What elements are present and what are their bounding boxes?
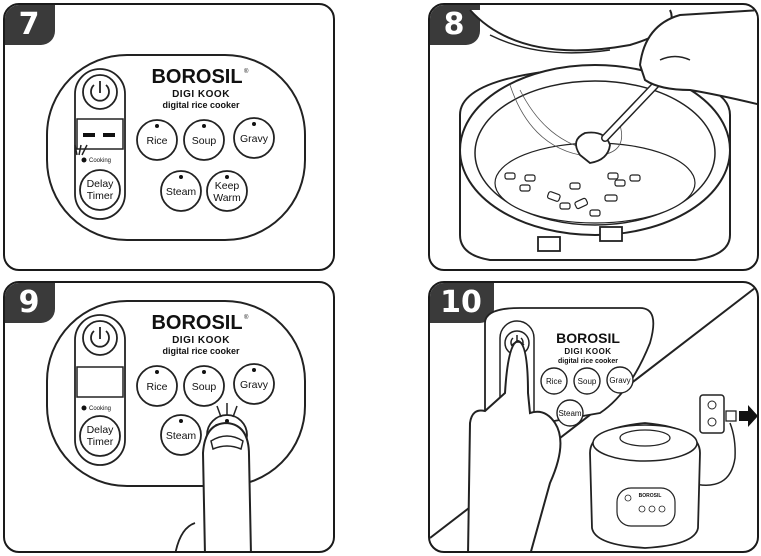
step-7-panel: 7 Cooking Delay Timer BOROSIL ® DIGI KOO… xyxy=(3,3,335,271)
step-10-badge: 10 xyxy=(430,283,494,323)
stirring-rice-illustration xyxy=(459,9,757,261)
control-panel-illustration: Cooking Delay Timer BOROSIL ® DIGI KOOK … xyxy=(46,54,306,241)
rice-button xyxy=(136,119,178,161)
svg-text:Warm: Warm xyxy=(213,192,241,204)
svg-text:Soup: Soup xyxy=(192,381,217,393)
svg-text:®: ® xyxy=(244,68,249,75)
power-icon xyxy=(90,330,110,348)
svg-text:Delay: Delay xyxy=(87,424,115,436)
svg-text:BOROSIL: BOROSIL xyxy=(151,312,242,334)
hand xyxy=(467,339,562,551)
step-7-badge: 7 xyxy=(5,5,55,45)
svg-text:Steam: Steam xyxy=(166,430,197,442)
svg-text:Steam: Steam xyxy=(558,409,581,418)
step-9-badge: 9 xyxy=(5,283,55,323)
hand xyxy=(638,9,757,106)
svg-text:Timer: Timer xyxy=(87,436,114,448)
svg-text:Cooking: Cooking xyxy=(89,406,111,412)
svg-text:digital rice cooker: digital rice cooker xyxy=(558,358,618,365)
svg-text:Rice: Rice xyxy=(146,135,167,147)
svg-text:Soup: Soup xyxy=(192,135,217,147)
gravy-button xyxy=(233,117,275,159)
steam-button xyxy=(160,170,202,212)
power-off-unplug-illustration: BOROSIL DIGI KOOK digital rice cooker Ri… xyxy=(430,287,757,551)
svg-text:BOROSIL: BOROSIL xyxy=(639,493,662,499)
cooking-label: Cooking xyxy=(89,158,111,164)
soup-button xyxy=(183,119,225,161)
svg-text:Gravy: Gravy xyxy=(240,379,269,391)
svg-text:DIGI KOOK: DIGI KOOK xyxy=(172,335,230,346)
power-icon xyxy=(90,84,110,102)
pressing-finger xyxy=(201,421,252,551)
svg-text:Keep: Keep xyxy=(215,180,240,192)
svg-text:Delay: Delay xyxy=(87,178,115,190)
svg-text:digital rice cooker: digital rice cooker xyxy=(162,346,240,356)
svg-text:Gravy: Gravy xyxy=(240,133,269,145)
svg-text:Steam: Steam xyxy=(166,186,197,198)
svg-text:Timer: Timer xyxy=(87,190,114,202)
step-8-panel: 8 xyxy=(428,3,759,271)
step-10-panel: 10 BOROSIL DIGI KOOK digital rice cooker… xyxy=(428,281,759,553)
cooking-indicator xyxy=(81,157,87,163)
model-subtitle: digital rice cooker xyxy=(162,100,240,110)
svg-text:Rice: Rice xyxy=(546,377,563,386)
svg-text:Gravy: Gravy xyxy=(609,376,630,385)
delay-timer-button xyxy=(79,169,121,211)
svg-text:BOROSIL: BOROSIL xyxy=(556,330,620,346)
keep-warm-button xyxy=(206,170,248,212)
svg-text:®: ® xyxy=(244,314,249,321)
svg-text:Soup: Soup xyxy=(578,377,597,386)
unplug-arrow-icon xyxy=(739,405,757,427)
step-9-panel: 9 Cooking Delay Timer BOROSIL ® DIGI KOO… xyxy=(3,281,335,553)
svg-text:DIGI KOOK: DIGI KOOK xyxy=(564,347,611,356)
control-panel-press-illustration: Cooking Delay Timer BOROSIL ® DIGI KOOK … xyxy=(46,300,306,551)
wall-socket xyxy=(699,394,725,434)
brand-logo-text: BOROSIL xyxy=(151,66,242,88)
svg-text:Rice: Rice xyxy=(146,381,167,393)
model-name: DIGI KOOK xyxy=(172,89,230,100)
